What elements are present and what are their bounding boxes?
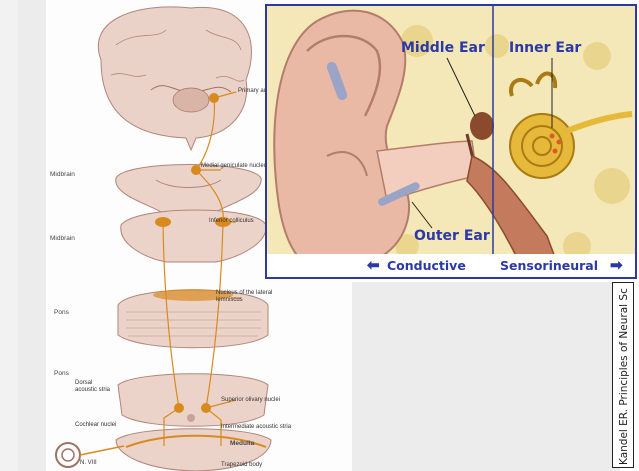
pons-label-2: Pons xyxy=(54,370,69,377)
right-arrow-icon: ➡ xyxy=(610,256,623,274)
medulla-label: Medulla xyxy=(230,440,254,447)
citation-text: Kandel ER. Principles of Neural Sc xyxy=(618,288,630,465)
left-arrow-icon: ⬅ xyxy=(367,256,380,274)
cochlear-nuclei-label: Cochlear nuclei xyxy=(75,422,116,429)
midbrain-label-2: Midbrain xyxy=(50,235,75,242)
outer-ear-label: Outer Ear xyxy=(414,228,490,244)
inner-ear-label: Inner Ear xyxy=(509,40,581,56)
trapezoid-body-label: Trapezoid body xyxy=(221,462,262,469)
pons-label-1: Pons xyxy=(54,309,69,316)
left-margin xyxy=(0,0,18,471)
conductive-label: Conductive xyxy=(387,258,466,273)
intermediate-acoustic-stria-label: Intermediate acoustic stria xyxy=(221,424,306,431)
sensorineural-label: Sensorineural xyxy=(500,258,598,273)
left-gray-strip xyxy=(18,0,46,471)
ear-anatomy-panel: Middle Ear Inner Ear Outer Ear ⬅ Conduct… xyxy=(265,4,637,279)
dorsal-acoustic-stria-label: Dorsal acoustic stria xyxy=(75,380,115,394)
nerve-viii-label: N. VIII xyxy=(80,460,97,467)
middle-ear-label: Middle Ear xyxy=(401,40,485,56)
superior-olivary-label: Superior olivary nuclei xyxy=(221,397,280,404)
lateral-lemniscus-label: Nucleus of the lateral lemniscus xyxy=(216,290,296,304)
citation-box: Kandel ER. Principles of Neural Sc xyxy=(612,282,634,468)
medial-geniculate-label: Medial geniculate nucleus xyxy=(201,163,270,170)
ossicles xyxy=(470,112,494,140)
midbrain-section-1 xyxy=(116,165,261,213)
cerebrum-section xyxy=(98,7,251,150)
midbrain-label-1: Midbrain xyxy=(50,171,75,178)
cochlea xyxy=(510,114,574,178)
gray-background-panel xyxy=(352,282,620,471)
inferior-colliculus-label: Inferior colliculus xyxy=(209,218,254,225)
